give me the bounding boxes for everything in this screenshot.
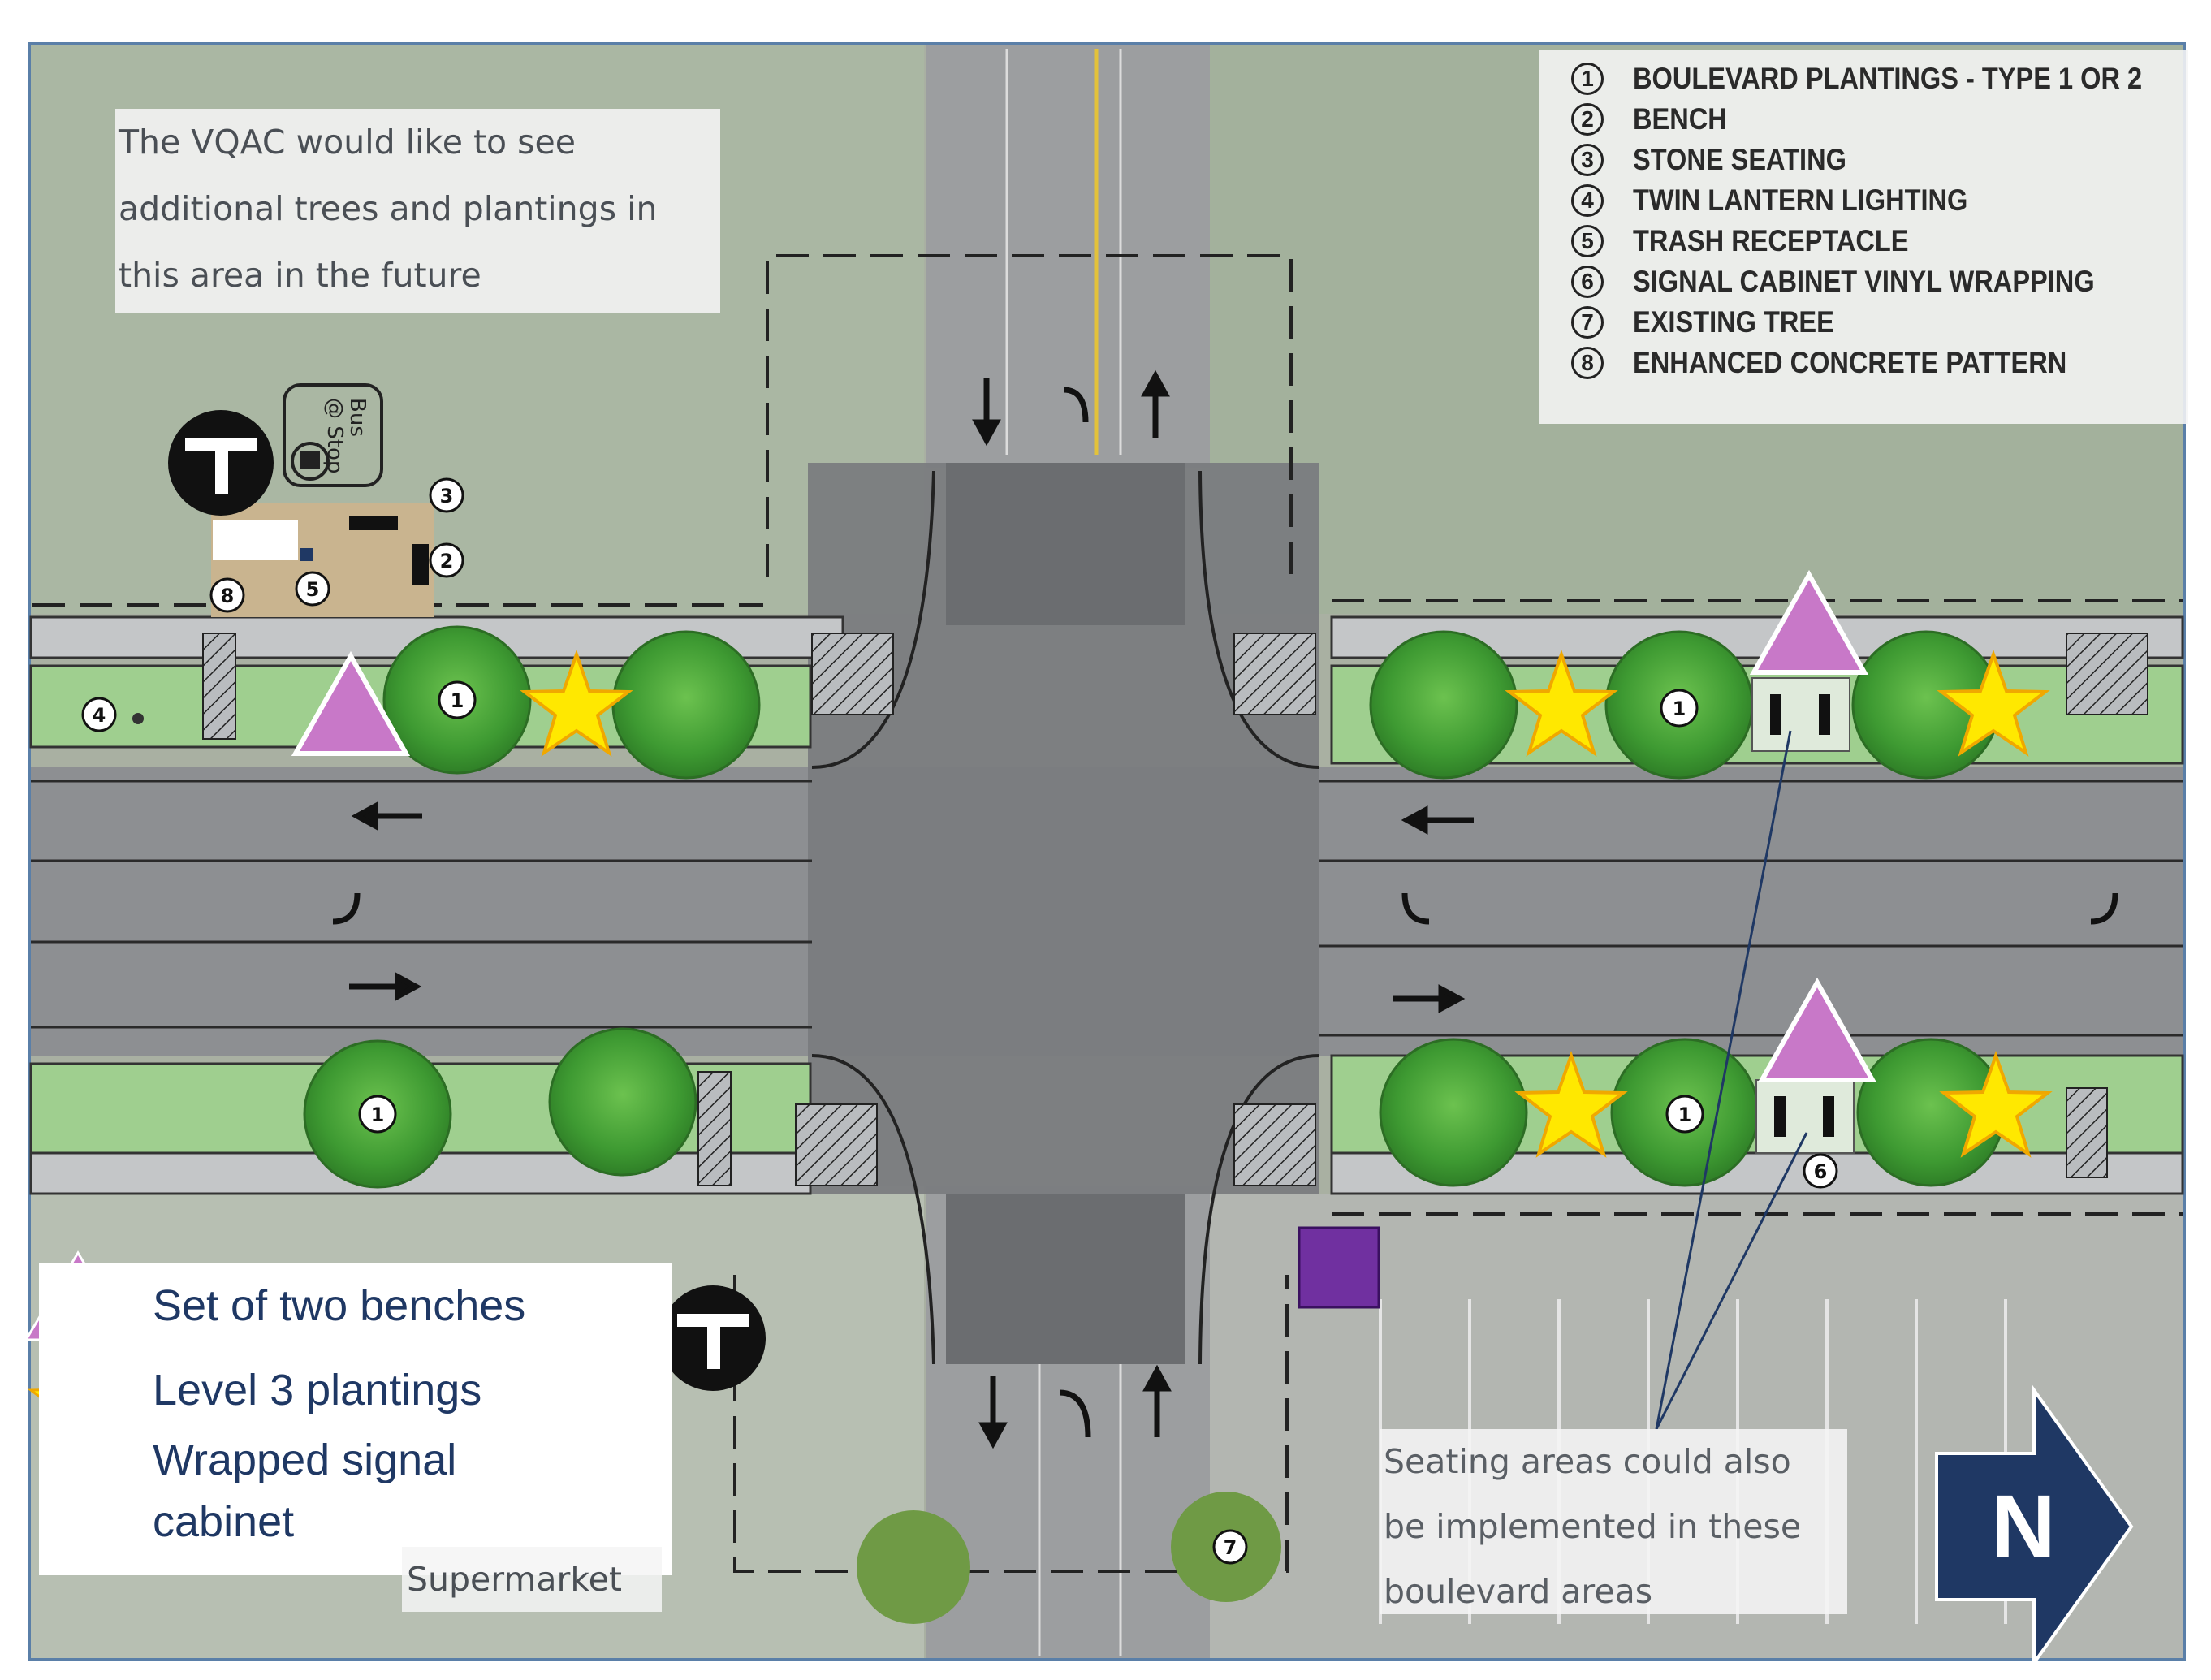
signal-cabinet-marker [1298,1226,1380,1309]
north-arrow-icon: N [1935,1384,2134,1669]
supermarket-label: Supermarket [402,1547,662,1612]
seating-note-line: Seating areas could also [1384,1442,1791,1481]
key-label: STONE SEATING [1633,143,1846,176]
svg-text:1: 1 [1673,697,1686,720]
callout-3: 3 [429,477,464,513]
planting-star-marker [1939,1051,2053,1158]
stone-seating-mark [349,516,398,530]
tree [1369,630,1518,780]
key-label: ENHANCED CONCRETE PATTERN [1633,346,2067,379]
existing-tree [857,1510,970,1624]
tree [611,630,761,780]
transit-t-icon [660,1285,766,1391]
bench-marker-triangle [1757,977,1877,1082]
key-number: 2 [1571,103,1604,136]
svg-text:2: 2 [440,550,454,572]
ramp-hatch [2066,633,2148,715]
callout-1: 1 [358,1095,397,1134]
bench-marker-triangle [291,650,411,756]
callout-1: 1 [1660,689,1699,728]
legend-cabinet-label-1: Wrapped signal [153,1436,457,1484]
trash-mark [300,548,313,561]
vqac-note-line: this area in the future [119,256,481,295]
key-item: 5 TRASH RECEPTACLE [1571,224,1946,258]
key-number: 7 [1571,306,1604,339]
legend-key-box: 1 BOULEVARD PLANTINGS - TYPE 1 OR 2 2 BENC… [1539,50,2188,424]
planting-star-marker [1505,650,1618,757]
key-number: 1 [1571,63,1604,95]
south-crosswalk-area [946,1194,1185,1364]
legend-plantings-label: Level 3 plantings [153,1366,482,1414]
seating-note-line: boulevard areas [1384,1572,1653,1611]
bus-shelter-white [213,520,298,560]
key-item: 4 TWIN LANTERN LIGHTING [1571,184,2014,218]
ramp-hatch [2066,1087,2108,1178]
svg-text:6: 6 [1814,1160,1828,1183]
svg-text:N: N [1991,1477,2055,1577]
bus-stop-text: @ Stop [322,398,347,473]
callout-2: 2 [429,542,464,578]
bench-marker-triangle [1749,569,1869,675]
bench-mark [412,544,429,585]
bus-stop-text: Bus [345,398,369,437]
vqac-note: The VQAC would like to see additional tr… [115,109,720,313]
key-label: TWIN LANTERN LIGHTING [1633,184,1968,217]
ramp-hatch [202,633,236,740]
key-number: 4 [1571,184,1604,217]
key-item: 7 EXISTING TREE [1571,305,1862,339]
key-label: SIGNAL CABINET VINYL WRAPPING [1633,265,2095,298]
svg-text:1: 1 [451,689,464,712]
key-number: 8 [1571,347,1604,379]
tree [1379,1038,1528,1187]
key-item: 6 SIGNAL CABINET VINYL WRAPPING [1571,265,2157,299]
north-crosswalk-area [946,463,1185,625]
bus-stop-sign [283,383,383,487]
legend-cabinet-label-2: cabinet [153,1497,295,1546]
key-label: BOULEVARD PLANTINGS - TYPE 1 OR 2 [1633,62,2143,95]
vqac-note-line: additional trees and plantings in [119,189,658,228]
legend-benches-label: Set of two benches [153,1281,526,1330]
bench-pad [1751,677,1850,752]
supermarket-text: Supermarket [407,1560,622,1599]
vqac-note-line: The VQAC would like to see [119,123,576,162]
svg-text:7: 7 [1224,1536,1237,1559]
callout-7: 7 [1212,1529,1248,1565]
key-number: 5 [1571,225,1604,257]
ramp-hatch [795,1103,878,1186]
bench-pad [1755,1079,1855,1154]
symbol-legend: Set of two benches Level 3 plantings Wra… [39,1263,672,1575]
planting-star-marker [1514,1051,1628,1158]
key-item: 1 BOULEVARD PLANTINGS - TYPE 1 OR 2 [1571,62,2211,96]
transit-t-icon [168,410,274,516]
key-item: 3 STONE SEATING [1571,143,1876,177]
tree [548,1027,697,1177]
planting-star-marker [520,650,633,757]
key-label: EXISTING TREE [1633,305,1834,339]
ramp-hatch [1233,1103,1316,1186]
svg-text:5: 5 [306,578,320,601]
ramp-hatch [697,1071,732,1186]
callout-1: 1 [438,680,477,719]
key-number: 3 [1571,144,1604,176]
key-number: 6 [1571,266,1604,298]
seating-note-line: be implemented in these [1384,1507,1802,1546]
callout-4: 4 [81,697,117,732]
svg-text:3: 3 [440,485,454,507]
svg-text:8: 8 [221,585,235,607]
ramp-hatch [1233,633,1316,715]
callout-6: 6 [1803,1153,1838,1189]
key-item: 2 BENCH [1571,102,1740,136]
planting-star-marker [1937,650,2050,757]
callout-1: 1 [1665,1095,1704,1134]
callout-8: 8 [209,577,245,613]
svg-text:1: 1 [1678,1103,1692,1126]
seating-note: Seating areas could also be implemented … [1380,1429,1847,1614]
ramp-hatch [811,633,894,715]
svg-text:4: 4 [93,704,106,727]
key-label: BENCH [1633,102,1727,136]
key-item: 8 ENHANCED CONCRETE PATTERN [1571,346,2126,380]
key-label: TRASH RECEPTACLE [1633,224,1909,257]
callout-5: 5 [295,571,330,607]
svg-text:1: 1 [371,1103,385,1126]
